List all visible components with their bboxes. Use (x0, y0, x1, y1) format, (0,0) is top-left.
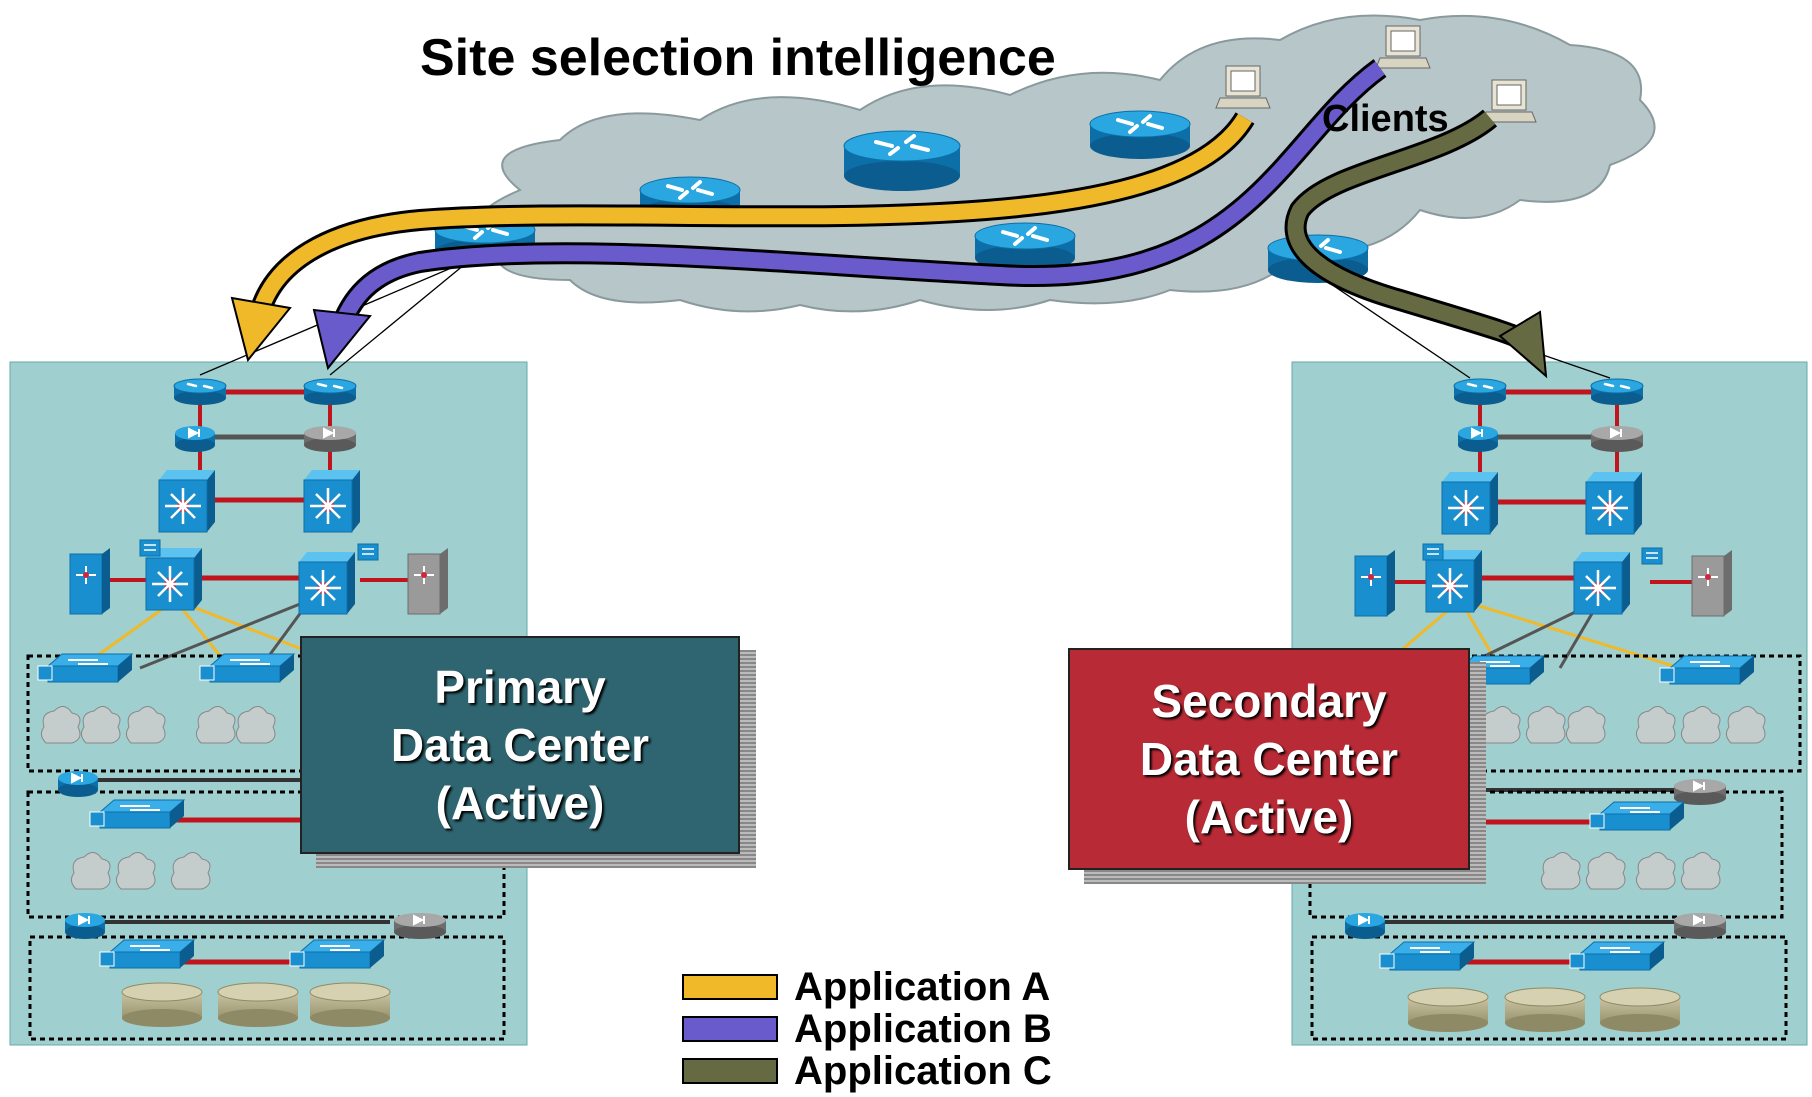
secondary-dc-box: Secondary Data Center (Active) (1068, 648, 1470, 870)
wan-router-3 (1088, 109, 1192, 161)
wan-router-center (843, 130, 961, 191)
legend-item-application-b: Application B (682, 1006, 1052, 1051)
legend-item-application-a: Application A (682, 964, 1052, 1009)
legend-swatch-application-c (682, 1058, 778, 1084)
primary-dc-devices (26, 377, 520, 1041)
application-a-arrowhead (230, 296, 292, 363)
legend-label-application-b: Application B (794, 1006, 1052, 1051)
clients-label: Clients (1322, 98, 1449, 140)
diagram-title: Site selection intelligence (420, 29, 1056, 87)
legend-swatch-application-b (682, 1016, 778, 1042)
legend: Application A Application B Application … (682, 964, 1052, 1093)
primary-dc-line-3: (Active) (435, 777, 605, 829)
secondary-dc-line-1: Secondary (1151, 675, 1387, 727)
primary-dc-line-1: Primary (434, 661, 606, 713)
primary-dc-line-2: Data Center (390, 719, 650, 771)
application-b-arrowhead (312, 308, 372, 371)
secondary-dc-line-2: Data Center (1139, 733, 1399, 785)
legend-label-application-a: Application A (794, 964, 1051, 1009)
primary-dc-box: Primary Data Center (Active) (300, 636, 740, 854)
legend-swatch-application-a (682, 974, 778, 1000)
application-c-arrowhead (1498, 310, 1548, 379)
legend-item-application-c: Application C (682, 1048, 1052, 1093)
legend-label-application-c: Application C (794, 1048, 1052, 1093)
secondary-dc-line-3: (Active) (1184, 791, 1354, 843)
